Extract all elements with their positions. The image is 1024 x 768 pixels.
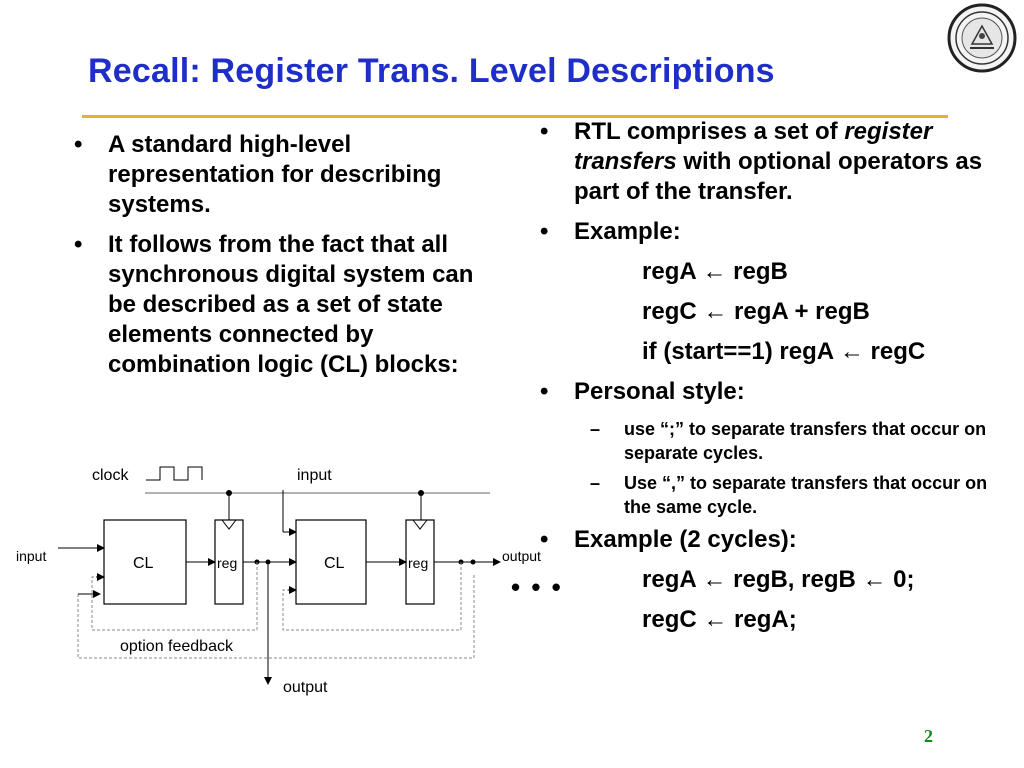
page-number: 2 — [924, 726, 933, 746]
rtl-definition-bullet: RTL comprises a set of register transfer… — [536, 117, 1006, 207]
register-2 — [405, 519, 435, 605]
rtl-text-suffix: with optional operators as part of the t… — [574, 148, 983, 205]
feedback-loop-2 — [282, 562, 462, 631]
clock-label: clock — [92, 467, 129, 484]
synchronous-system-diagram: clock input CL reg CL reg input output o… — [16, 466, 541, 696]
example-line-2: regC ← regA + regB — [642, 298, 870, 325]
option-feedback-label: option feedback — [120, 638, 234, 655]
output-bottom-label: output — [283, 679, 328, 696]
cl1-label: CL — [133, 555, 154, 572]
slide-title: Recall: Register Trans. Level Descriptio… — [88, 52, 775, 90]
input-top-label: input — [297, 467, 332, 484]
reg2-label: reg — [408, 555, 428, 571]
example2-line-2: regC ← regA; — [642, 606, 797, 633]
personal-style-bullet: Personal style: — [536, 377, 1006, 407]
register-1 — [214, 519, 244, 605]
cl2-label: CL — [324, 555, 345, 572]
rtl-text-prefix: RTL comprises a set of — [574, 118, 845, 145]
clock-waveform — [146, 466, 203, 481]
style-sub-bullet-2: Use “,” to separate transfers that occur… — [536, 471, 1006, 519]
university-seal-logo — [947, 3, 1017, 73]
continuation-ellipsis: • • • — [511, 572, 563, 602]
cl-block-1 — [103, 519, 187, 605]
example-bullet: Example: — [536, 217, 1006, 247]
left-bullet-1: A standard high-level representation for… — [70, 130, 490, 220]
reg1-label: reg — [217, 555, 237, 571]
output-right-label: output — [502, 548, 541, 564]
cl-block-2 — [295, 519, 367, 605]
example2-line-1: regA ← regB, regB ← 0; — [642, 566, 915, 593]
style-sub-bullet-1: use “;” to separate transfers that occur… — [536, 417, 1006, 465]
input-left-label: input — [16, 548, 46, 564]
left-column: A standard high-level representation for… — [70, 130, 490, 390]
option-feedback-path — [77, 574, 475, 659]
left-bullet-2: It follows from the fact that all synchr… — [70, 230, 490, 380]
rtl-text-italic: register transfers — [574, 118, 933, 175]
example2-bullet: Example (2 cycles): — [536, 525, 1006, 555]
right-column: RTL comprises a set of register transfer… — [536, 117, 1006, 645]
title-underline — [82, 115, 948, 118]
example-line-1: regA ← regB — [642, 258, 788, 285]
example-line-3: if (start==1) regA ← regC — [642, 338, 926, 365]
